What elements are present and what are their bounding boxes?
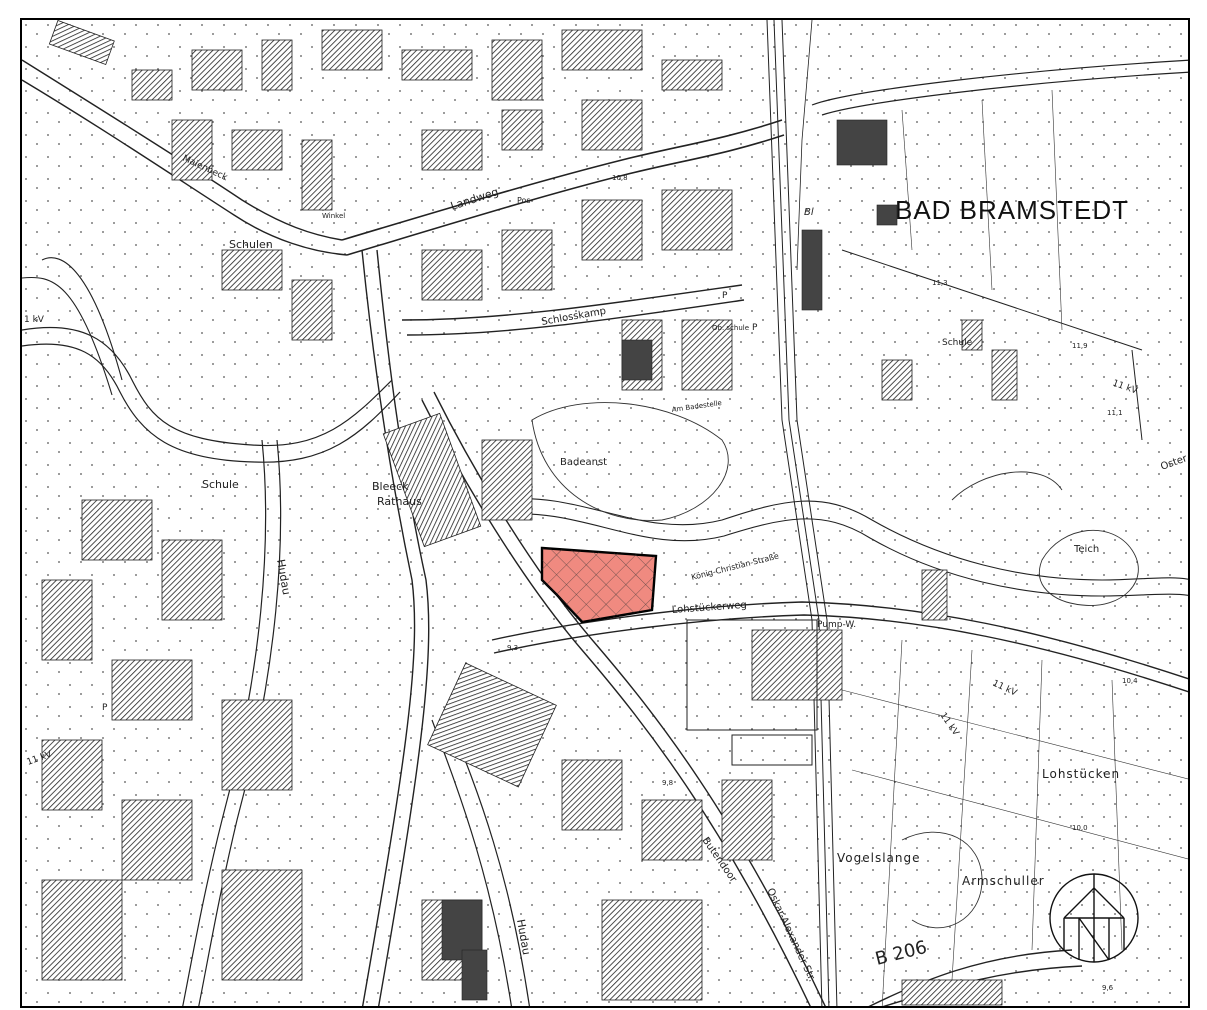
retail-block [686,619,818,766]
label-badeanst: Badeanst [560,457,607,468]
river [22,257,1188,597]
label-kv-left-1: 1 kV [24,315,45,325]
label-bl: Bl [804,207,814,218]
label-bleeck: Bleeck [372,480,409,493]
plan-area[interactable] [540,546,658,624]
label-e-113: 11,3 [932,279,948,287]
label-lohstuecken: Lohstücken [1042,767,1120,781]
label-e-119: 11,9 [1072,342,1088,350]
label-e-111: 11,1 [1107,409,1123,417]
label-e-96: 9,6 [1102,984,1114,992]
buildings [41,20,1018,1006]
parks [531,402,1139,929]
label-pump-w: Pump-W. [817,620,856,630]
label-lohstueckerweg: Lohstückerweg [671,600,747,616]
label-p1: P [752,323,758,333]
label-schule-right: Schule [942,338,973,348]
label-ob-schule: Ob. schule [712,324,749,332]
label-e-104: 10,4 [1122,677,1138,685]
label-teich: Teich [1073,544,1099,555]
label-e-100: 10,0 [1072,824,1088,832]
label-e-108: 10,8 [612,174,628,182]
label-vogelslange: Vogelslange [837,851,921,865]
label-rathaus: Rathaus [377,495,422,508]
label-winkel: Winkel [322,212,345,220]
topographic-map[interactable]: Landweg Schulen Schlosskamp Bleeck Ratha… [22,20,1190,1008]
label-p3: P [102,703,108,713]
town-title: BAD BRAMSTEDT [895,195,1130,225]
label-p2: P [722,291,728,301]
label-schulen: Schulen [229,238,273,251]
railway [766,20,838,1006]
label-e-98: 9,8 [662,779,673,787]
label-pos: Pos [517,196,531,205]
label-hudau-top: Hudau [274,558,293,596]
north-arrow [1049,873,1139,963]
label-hudau-bottom: Hudau [514,918,533,956]
label-e-93: 9,3 [507,644,518,652]
label-schule-left: Schule [202,478,239,491]
field-lines [841,89,1188,1006]
map-frame[interactable]: Landweg Schulen Schlosskamp Bleeck Ratha… [20,18,1190,1008]
label-armschuller: Armschuller [962,874,1045,888]
